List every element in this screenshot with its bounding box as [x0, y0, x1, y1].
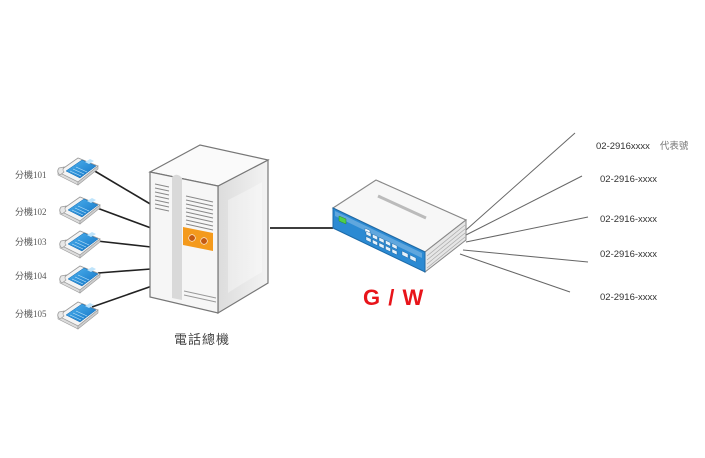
desk-phone-icon	[59, 230, 101, 259]
router-port	[385, 245, 391, 253]
gateway-label: G / W	[363, 285, 425, 310]
router-uplink-port	[409, 254, 417, 263]
router-port	[372, 233, 378, 241]
router-port	[391, 243, 398, 250]
trunk-number-5: 02-2916-xxxx	[600, 292, 657, 303]
phones	[57, 157, 101, 330]
trunk-lines	[459, 132, 589, 293]
router-port	[365, 236, 372, 243]
trunk-line-2	[465, 175, 583, 236]
router-port	[391, 248, 398, 256]
router-port	[385, 239, 391, 247]
pbx-label: 電話總機	[174, 332, 231, 347]
desk-phone-icon	[57, 301, 99, 330]
router-port	[378, 242, 385, 250]
router-port	[378, 236, 385, 244]
trunk-number-value: 02-2916-xxxx	[600, 292, 658, 303]
connector-105	[91, 284, 156, 308]
router-ports	[365, 230, 417, 263]
router-port	[372, 239, 378, 246]
trunk-line-1	[465, 132, 576, 231]
trunk-number-1: 02-2916xxxx 代表號	[596, 138, 688, 152]
connector-101	[92, 169, 153, 206]
trunk-line-5	[459, 253, 571, 293]
trunk-number-value: 02-2916-xxxx	[600, 174, 658, 185]
connector-102	[96, 207, 152, 229]
desk-phone-icon	[59, 196, 101, 225]
gateway-router-icon	[331, 179, 468, 274]
connector-103	[96, 240, 152, 248]
router-uplink-port	[401, 250, 409, 259]
trunk-number-4: 02-2916-xxxx	[600, 249, 657, 260]
pbx-indicator-panel	[183, 227, 213, 251]
extension-label-101: 分機101	[15, 170, 47, 180]
power-led	[338, 215, 347, 225]
pbx-server-icon	[148, 144, 270, 315]
trunk-number-3: 02-2916-xxxx	[600, 214, 657, 225]
extension-label-103: 分機103	[15, 237, 47, 247]
extension-label-102: 分機102	[15, 207, 47, 217]
connector-104	[97, 268, 152, 274]
desk-phone-icon	[59, 265, 101, 294]
extension-label-104: 分機104	[15, 271, 47, 281]
trunk-number-2: 02-2916-xxxx	[600, 174, 657, 185]
main-number-note: 代表號	[659, 142, 689, 152]
router-port	[365, 230, 372, 238]
trunk-number-value: 02-2916-xxxx	[600, 214, 658, 225]
extension-label-105: 分機105	[15, 309, 47, 319]
trunk-number-value: 02-2916-xxxx	[600, 249, 658, 260]
desk-phone-icon	[57, 157, 99, 186]
trunk-number-value: 02-2916xxxx	[596, 141, 650, 152]
trunk-line-3	[465, 216, 589, 243]
extension-connectors	[91, 169, 156, 308]
trunk-line-4	[462, 249, 589, 263]
